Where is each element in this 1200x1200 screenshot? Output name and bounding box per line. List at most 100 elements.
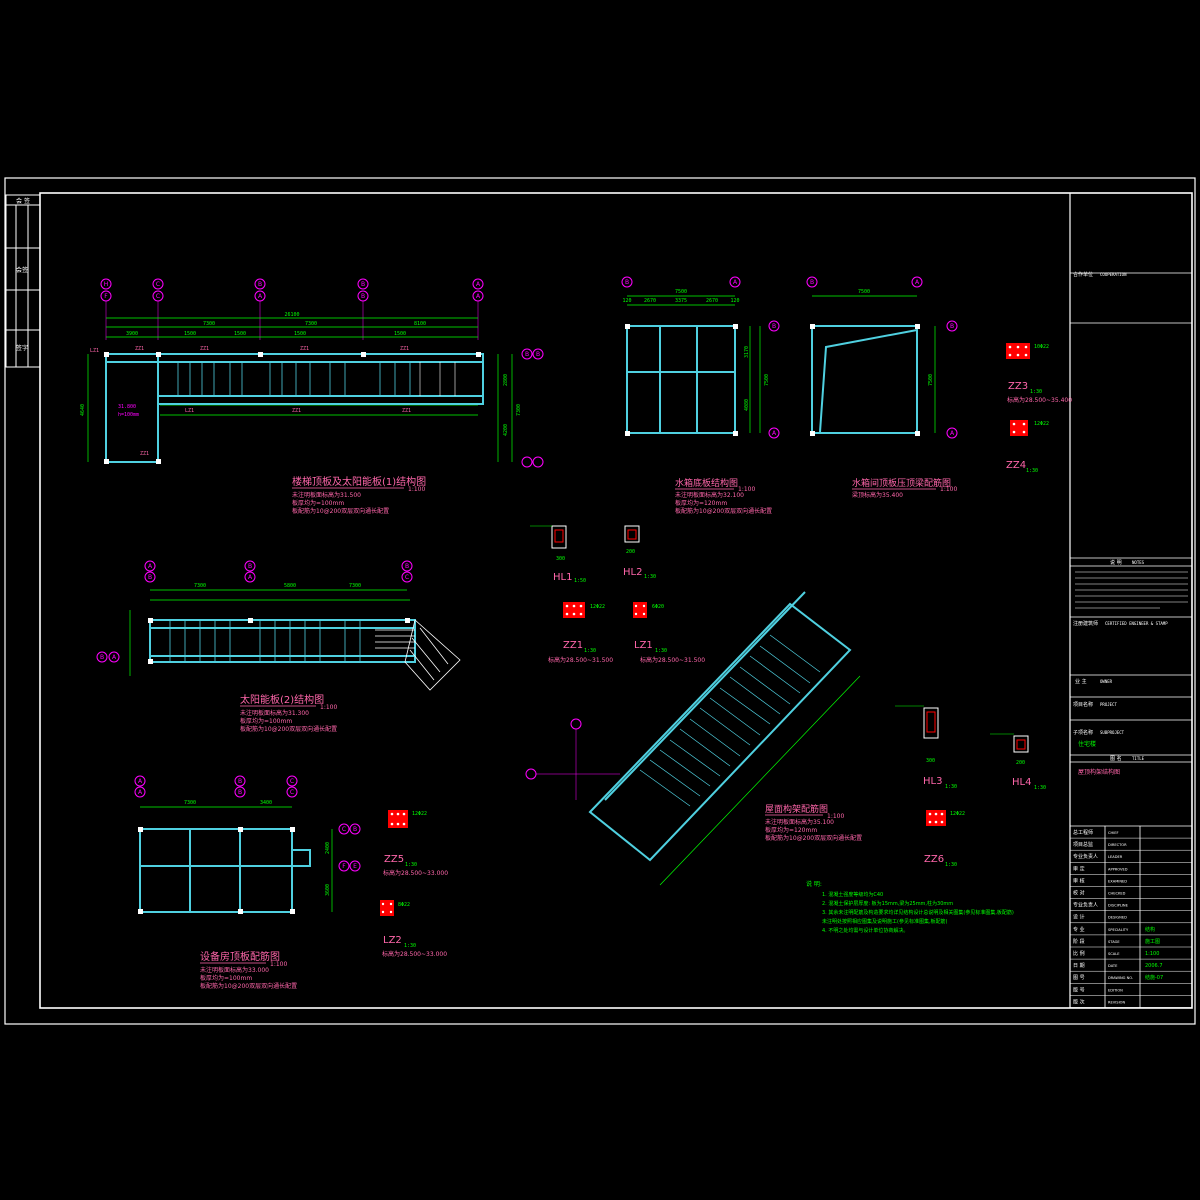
dim-text: 1500	[234, 331, 246, 337]
dim-text: 3900	[126, 331, 138, 337]
drawing-note: 板配筋为10@200双层双向通长配置	[240, 725, 337, 733]
detail-hl4: HL4 1:30 200	[990, 733, 1046, 791]
details: HL1 1:50 300 HL2 1:30 200 12Φ22 ZZ1 1:30…	[380, 343, 1072, 958]
notes-heading-en: NOTES	[1132, 560, 1145, 565]
detail-level: 标高为28.500~31.500	[548, 656, 613, 664]
dim-text: 120	[622, 298, 631, 304]
dim-text: 3600	[325, 884, 331, 896]
detail-zz5: 12Φ22 ZZ5 1:30 标高为28.500~33.000	[383, 810, 448, 877]
title-block-row-label: 日 期	[1073, 963, 1085, 969]
drawing-note: 板配筋为10@200双层双向通长配置	[200, 982, 297, 990]
title-block-row-extra: 结构	[1145, 926, 1155, 933]
detail-scale: 1:30	[1034, 785, 1046, 791]
detail-scale: 1:30	[1026, 468, 1038, 474]
drawing-note: 未注明板面标高为31.500	[292, 491, 361, 499]
stamp-strip: 会 签 会签 签字	[5, 194, 41, 368]
drawing-title: 水箱底板结构图	[675, 477, 738, 489]
title-block-row-extra: 结施-07	[1145, 974, 1163, 981]
axis-label: B	[950, 323, 954, 330]
drawing-title: 太阳能板(2)结构图	[240, 693, 324, 706]
title-block-row-value: EDITION	[1108, 988, 1123, 992]
title-block-row-label: 阶 段	[1073, 938, 1085, 945]
svg-text:LZ1: LZ1	[185, 408, 194, 414]
drawing-note: 未注明板面标高为31.300	[240, 709, 309, 717]
detail-zz3: 10Φ22 ZZ3 1:30 标高为28.500~35.400	[1006, 343, 1072, 404]
dim-text: 3375	[675, 298, 687, 304]
detail-hl1: HL1 1:50 300	[530, 525, 586, 584]
drawing-note: 板厚均为=100mm	[240, 717, 292, 725]
note-item: 1. 混凝土强度等级均为C40	[822, 891, 883, 898]
detail-name: ZZ1	[563, 640, 583, 651]
title-block-row-label: 设 计	[1073, 914, 1085, 921]
title-block-row-label: 版 次	[1073, 998, 1085, 1005]
axis-label: B	[536, 351, 540, 358]
title-block-row-value: DATE	[1108, 964, 1118, 968]
title-block: 合作单位 COOPERATION 说 明 NOTES 注册建筑师 CERTIFI…	[1070, 271, 1192, 1008]
detail-bars: 8Φ22	[398, 902, 410, 908]
dim-text: 2670	[644, 298, 656, 304]
detail-scale: 1:30	[405, 862, 417, 868]
detail-name: HL2	[623, 567, 642, 578]
detail-scale: 1:30	[945, 862, 957, 868]
dim-text: 2670	[706, 298, 718, 304]
axis-label: B	[361, 293, 365, 300]
project-label: 项目名称	[1073, 701, 1093, 708]
subproject-value: SUBPROJECT	[1100, 730, 1125, 735]
detail-scale: 1:50	[574, 578, 586, 584]
axis-label: B	[258, 281, 262, 288]
general-notes: 说 明: 1. 混凝土强度等级均为C40 2. 混凝土保护层厚度: 板为15mm…	[806, 880, 1014, 934]
title-block-row-label: 专 业	[1073, 926, 1085, 933]
detail-name: HL1	[553, 572, 572, 583]
drawing-note: 未注明板面标高为32.100	[675, 491, 744, 499]
detail-size: 300	[556, 556, 565, 562]
detail-name: ZZ3	[1008, 381, 1028, 392]
drawing-note: 板厚均为=100mm	[200, 974, 252, 982]
detail-bars: 10Φ22	[1034, 344, 1049, 350]
axis-label: A	[772, 430, 777, 437]
title-block-row-label: 项目总监	[1073, 841, 1093, 848]
detail-lz1: 6Φ20 LZ1 1:30 标高为28.500~31.500	[633, 602, 705, 664]
subproject-label: 子项名称	[1073, 729, 1093, 736]
drawing-scale: 1:100	[738, 486, 755, 493]
svg-text:ZZ1: ZZ1	[200, 346, 209, 352]
drawing-scale: 1:100	[408, 486, 425, 493]
axis-label: A	[138, 778, 143, 785]
stair-roof-plan: 屋面构架配筋图 1:100 未注明板面标高为35.100 板厚均为=120mm …	[525, 591, 862, 886]
axis-label: C	[156, 293, 160, 300]
equipment-room-plan: A B C A B C C B F E 7300 3400 2400 3600	[134, 775, 361, 990]
detail-level: 标高为28.500~33.000	[382, 950, 447, 958]
detail-bars: 12Φ22	[590, 604, 605, 610]
detail-size: 200	[1016, 760, 1025, 766]
title-block-row-label: 图 号	[1073, 975, 1085, 981]
sheet-outer-border	[4, 177, 1196, 1025]
dim-overall: 26100	[284, 312, 299, 318]
axis-label: B	[772, 323, 776, 330]
dim-text: 4200	[503, 424, 509, 436]
title-block-row-label: 版 号	[1073, 986, 1085, 993]
svg-text:ZZ1: ZZ1	[300, 346, 309, 352]
title-block-row-value: DRAWING NO.	[1108, 976, 1133, 980]
dim-text: 1500	[184, 331, 196, 337]
drawing-title: 设备房顶板配筋图	[200, 950, 280, 963]
title-block-row-extra: 1:100	[1145, 951, 1159, 957]
axis-label: C	[290, 789, 294, 796]
notes-heading: 说 明	[1110, 559, 1122, 566]
detail-zz4: 12Φ22 ZZ4 1:30	[1006, 420, 1049, 474]
axis-label: A	[476, 281, 481, 288]
title-block-row-label: 审 定	[1073, 865, 1085, 872]
axis-label: F	[342, 863, 346, 870]
axis-label: B	[148, 574, 152, 581]
dim-text: 7500	[764, 374, 770, 386]
detail-name: ZZ6	[924, 854, 944, 865]
dim-text: 7300	[305, 321, 317, 327]
axis-label: A	[733, 279, 738, 286]
detail-name: ZZ5	[384, 854, 404, 865]
axis-label: A	[248, 574, 253, 581]
drawing-note: 板配筋为10@200双层双向通长配置	[675, 507, 772, 515]
institute-value: CERTIFIED ENGINEER & STAMP	[1105, 621, 1168, 626]
axis-label: B	[238, 789, 242, 796]
detail-name: HL4	[1012, 777, 1031, 788]
stamp-low-label: 签字	[16, 344, 28, 352]
title-block-row-label: 比 例	[1073, 950, 1085, 957]
